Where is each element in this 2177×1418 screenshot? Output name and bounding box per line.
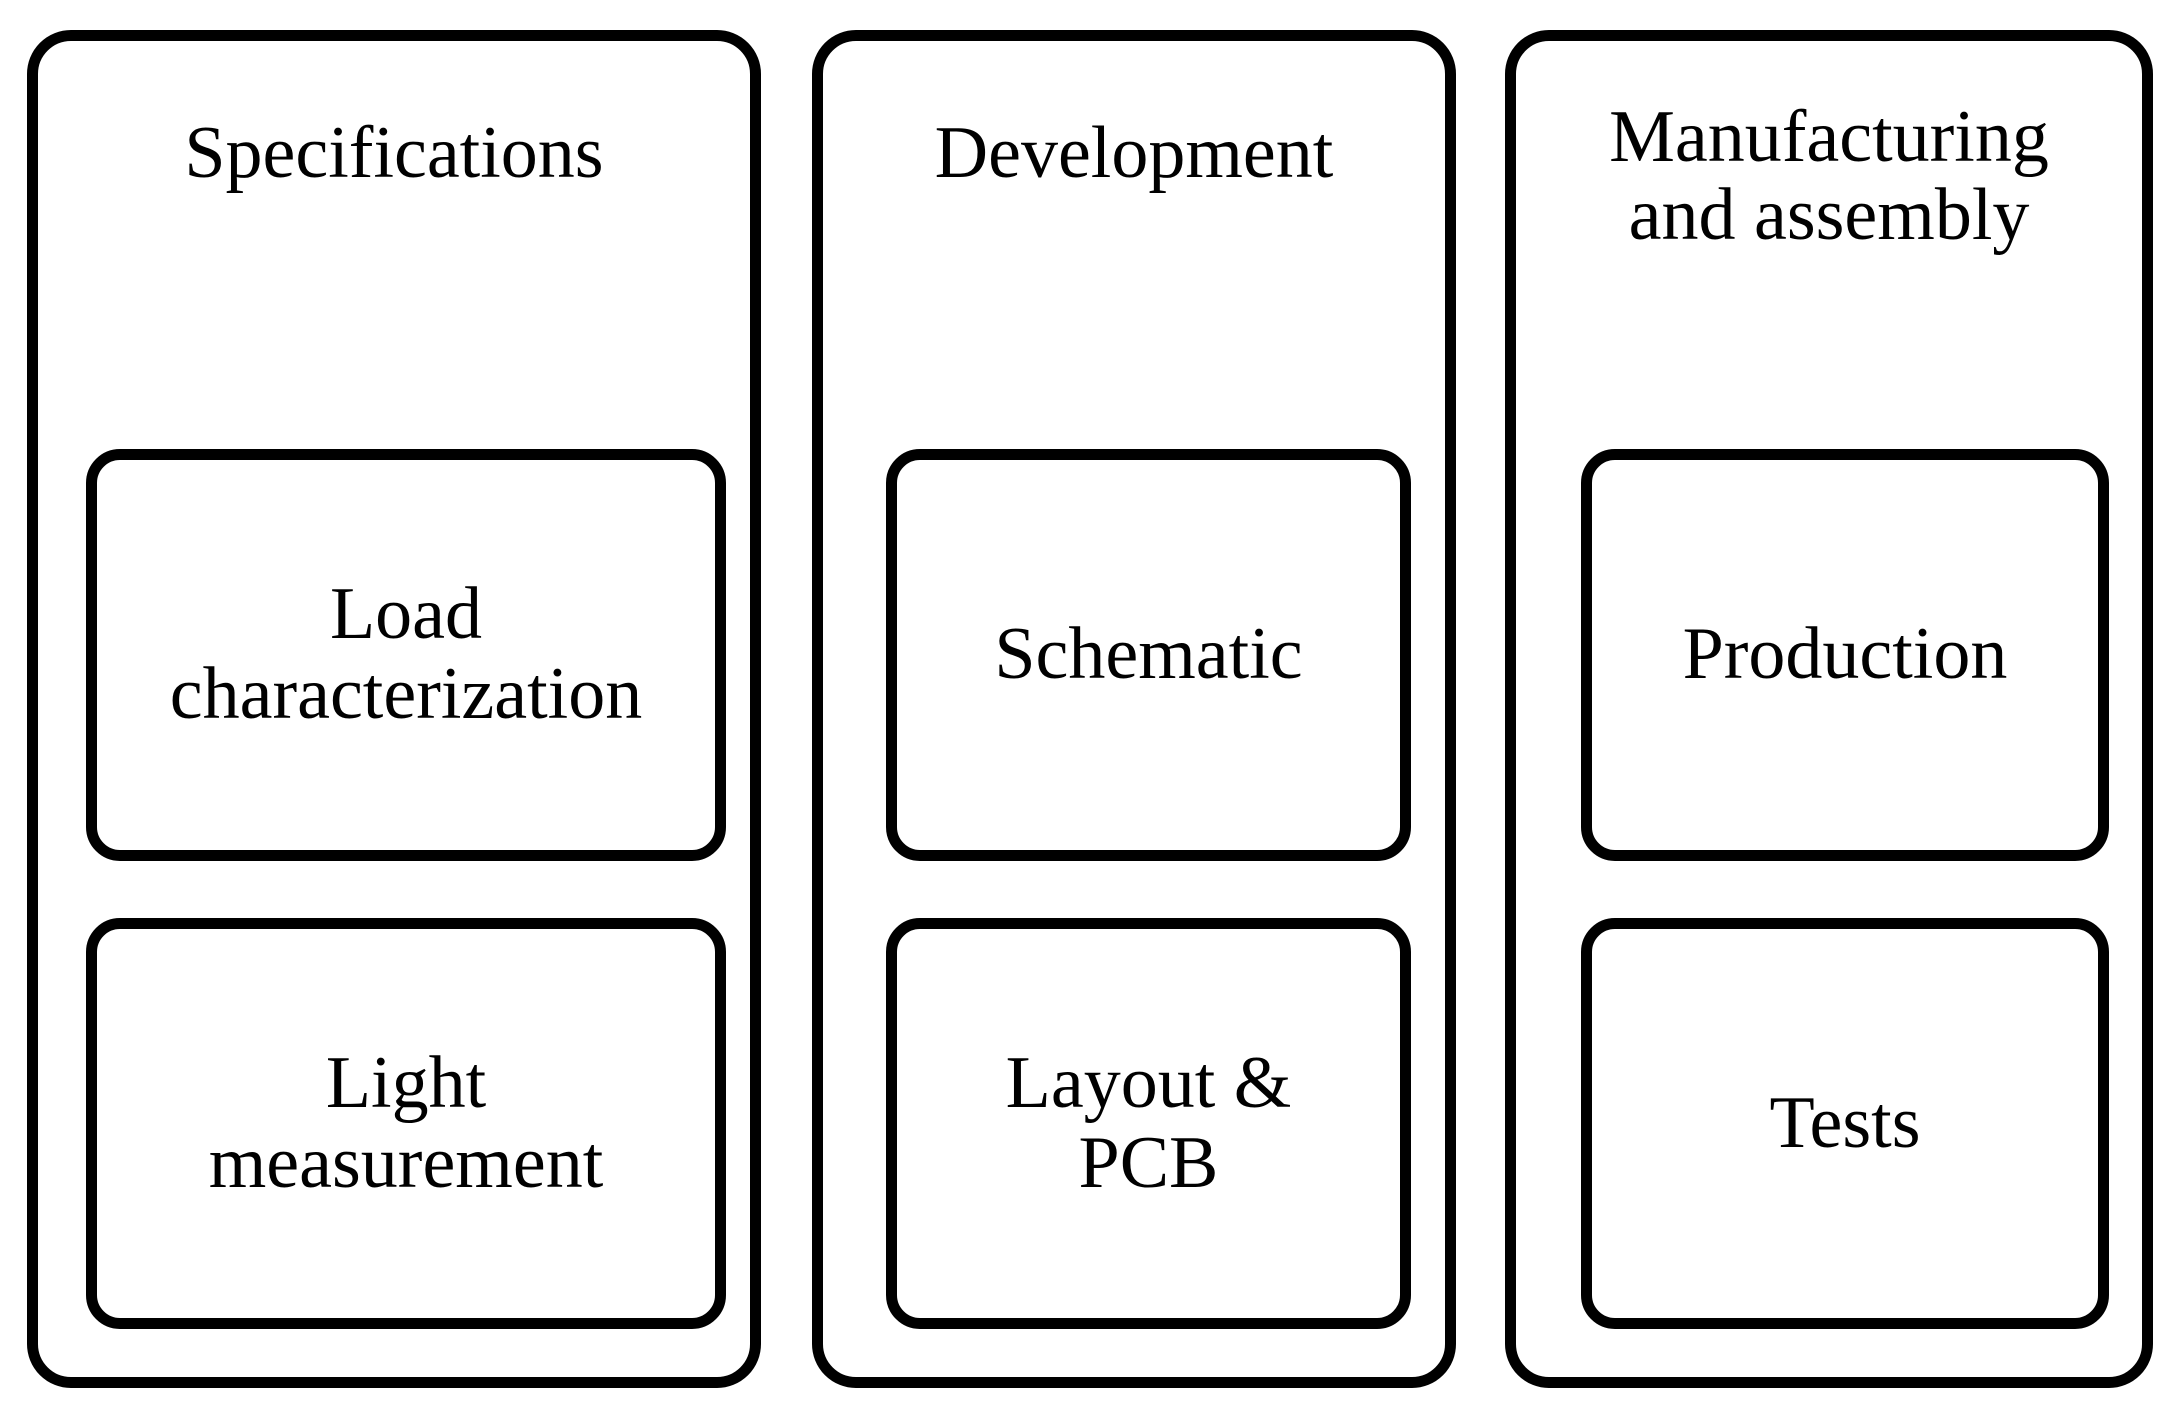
phase-title-specifications: Specifications [184, 112, 604, 194]
step-box-load-characterization[interactable]: Load characterization [86, 449, 726, 861]
step-box-schematic[interactable]: Schematic [886, 449, 1411, 861]
phase-title-development: Development [934, 112, 1334, 194]
phase-column-specifications[interactable]: Specifications Load characterization Lig… [27, 30, 761, 1388]
phase-title-manufacturing-and-assembly: Manufacturing and assembly [1609, 96, 2049, 256]
step-box-light-measurement[interactable]: Light measurement [86, 918, 726, 1329]
step-box-tests[interactable]: Tests [1581, 918, 2109, 1329]
phase-column-development[interactable]: Development Schematic Layout & PCB [812, 30, 1456, 1388]
step-box-layout-pcb[interactable]: Layout & PCB [886, 918, 1411, 1329]
step-label-schematic: Schematic [994, 613, 1303, 696]
step-label-production: Production [1682, 613, 2008, 696]
step-box-production[interactable]: Production [1581, 449, 2109, 861]
step-label-load-characterization: Load characterization [169, 573, 643, 735]
step-label-layout-pcb: Layout & PCB [1005, 1041, 1292, 1204]
step-label-tests: Tests [1769, 1081, 1921, 1164]
phase-column-manufacturing-and-assembly[interactable]: Manufacturing and assembly Production Te… [1505, 30, 2153, 1388]
step-label-light-measurement: Light measurement [208, 1041, 604, 1204]
